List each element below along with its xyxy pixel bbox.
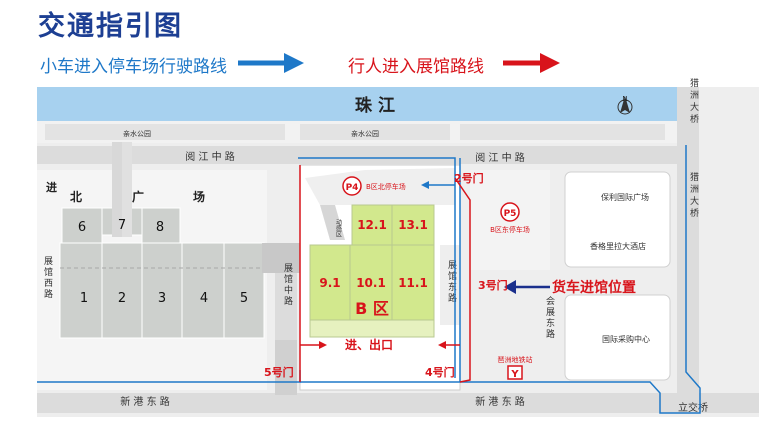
hall-12-1-label: 12.1 (357, 218, 387, 232)
p5-label: P5 (504, 209, 517, 219)
bridge-liede-label: 猎洲大桥 (688, 77, 699, 126)
p4-name-label: B区北停车场 (366, 182, 406, 191)
truck-entry-label: 货车进馆位置 (551, 279, 636, 296)
road-xingang-right-label: 新 港 东 路 (475, 395, 525, 408)
p5-name-label: B区东停车场 (490, 225, 530, 234)
bridge-road (677, 87, 699, 393)
hall-1-label: 1 (80, 291, 88, 306)
north-compass-icon: N (617, 95, 633, 115)
road-xingang (37, 393, 759, 413)
legend-pedestrian-label: 行人进入展馆路线 (348, 57, 484, 77)
legend-car-route: 小车进入停车场行驶路线 (40, 52, 227, 77)
p5-parking-icon: P5 (500, 202, 520, 222)
legend-pedestrian-route: 行人进入展馆路线 (348, 52, 484, 77)
zone-b-side-label: 动感区 (335, 219, 342, 237)
hall-8-label: 8 (156, 220, 164, 235)
gate-3-label: 3号门 (478, 278, 508, 292)
legend-pedestrian-arrow-icon (503, 53, 560, 73)
hall-10-1-label: 10.1 (356, 276, 386, 290)
north-plaza-char-1: 北 (70, 189, 82, 204)
road-yuejiang-right-label: 阅 江 中 路 (475, 151, 525, 164)
truck-arrow-icon (504, 280, 550, 294)
road-xingang-left-label: 新 港 东 路 (120, 395, 170, 408)
gate-5-label: 5号门 (264, 365, 294, 379)
river-label: 珠 江 (355, 96, 395, 116)
entry-exit-label: 进、出口 (345, 337, 393, 352)
hall-11-1-label: 11.1 (398, 276, 428, 290)
intl-center-label: 国际采购中心 (602, 334, 650, 344)
park-right-label: 亲水公园 (351, 129, 379, 138)
hall-3-label: 3 (158, 291, 166, 306)
pedestrian-route (299, 165, 471, 383)
river (37, 87, 677, 121)
shangri-la-label: 香格里拉大酒店 (590, 241, 646, 251)
p4-label: P4 (346, 183, 359, 193)
park-left-label: 亲水公园 (123, 129, 151, 138)
entrance-label: 进 (46, 180, 57, 194)
legend-car-label: 小车进入停车场行驶路线 (40, 57, 227, 77)
bridge-liede-label-2: 猎洲大桥 (688, 171, 699, 220)
road-yuejiang (37, 146, 677, 164)
metro-icon-label: Y (510, 369, 519, 380)
zone-a-main-halls (59, 242, 265, 339)
gate-4-label: 4号门 (425, 365, 455, 379)
hall-13-1-label: 13.1 (398, 218, 428, 232)
road-west-label: 展馆西路 (42, 256, 53, 300)
road-huizhan-label: 会展东路 (544, 295, 555, 340)
metro-label: 琶洲地铁站 (498, 355, 533, 364)
gate-2-label: 2号门 (454, 171, 484, 185)
p4-parking-icon: P4 (342, 176, 362, 196)
hall-5-label: 5 (240, 291, 248, 306)
bridge-lijiao-label: 立交桥 (678, 401, 708, 414)
zone-b-halls (309, 204, 435, 338)
north-plaza-char-3: 场 (193, 190, 205, 204)
legend-car-arrow-icon (238, 53, 304, 73)
road-east-label: 展馆东路 (446, 260, 457, 304)
north-plaza-char-2: 广 (132, 189, 144, 204)
road-middle-label: 展馆中路 (282, 263, 293, 307)
poly-plaza-label: 保利国际广场 (601, 192, 649, 202)
hall-2-label: 2 (118, 291, 126, 306)
hall-6-label: 6 (78, 220, 86, 235)
metro-icon: Y (507, 365, 523, 380)
zone-b-label: B 区 (355, 299, 389, 318)
north-label: N (622, 95, 627, 103)
hall-7-label: 7 (118, 218, 126, 233)
road-yuejiang-left-label: 阅 江 中 路 (185, 150, 235, 163)
page-title: 交通指引图 (38, 11, 183, 42)
hall-4-label: 4 (200, 291, 208, 306)
hall-9-1-label: 9.1 (319, 276, 340, 290)
